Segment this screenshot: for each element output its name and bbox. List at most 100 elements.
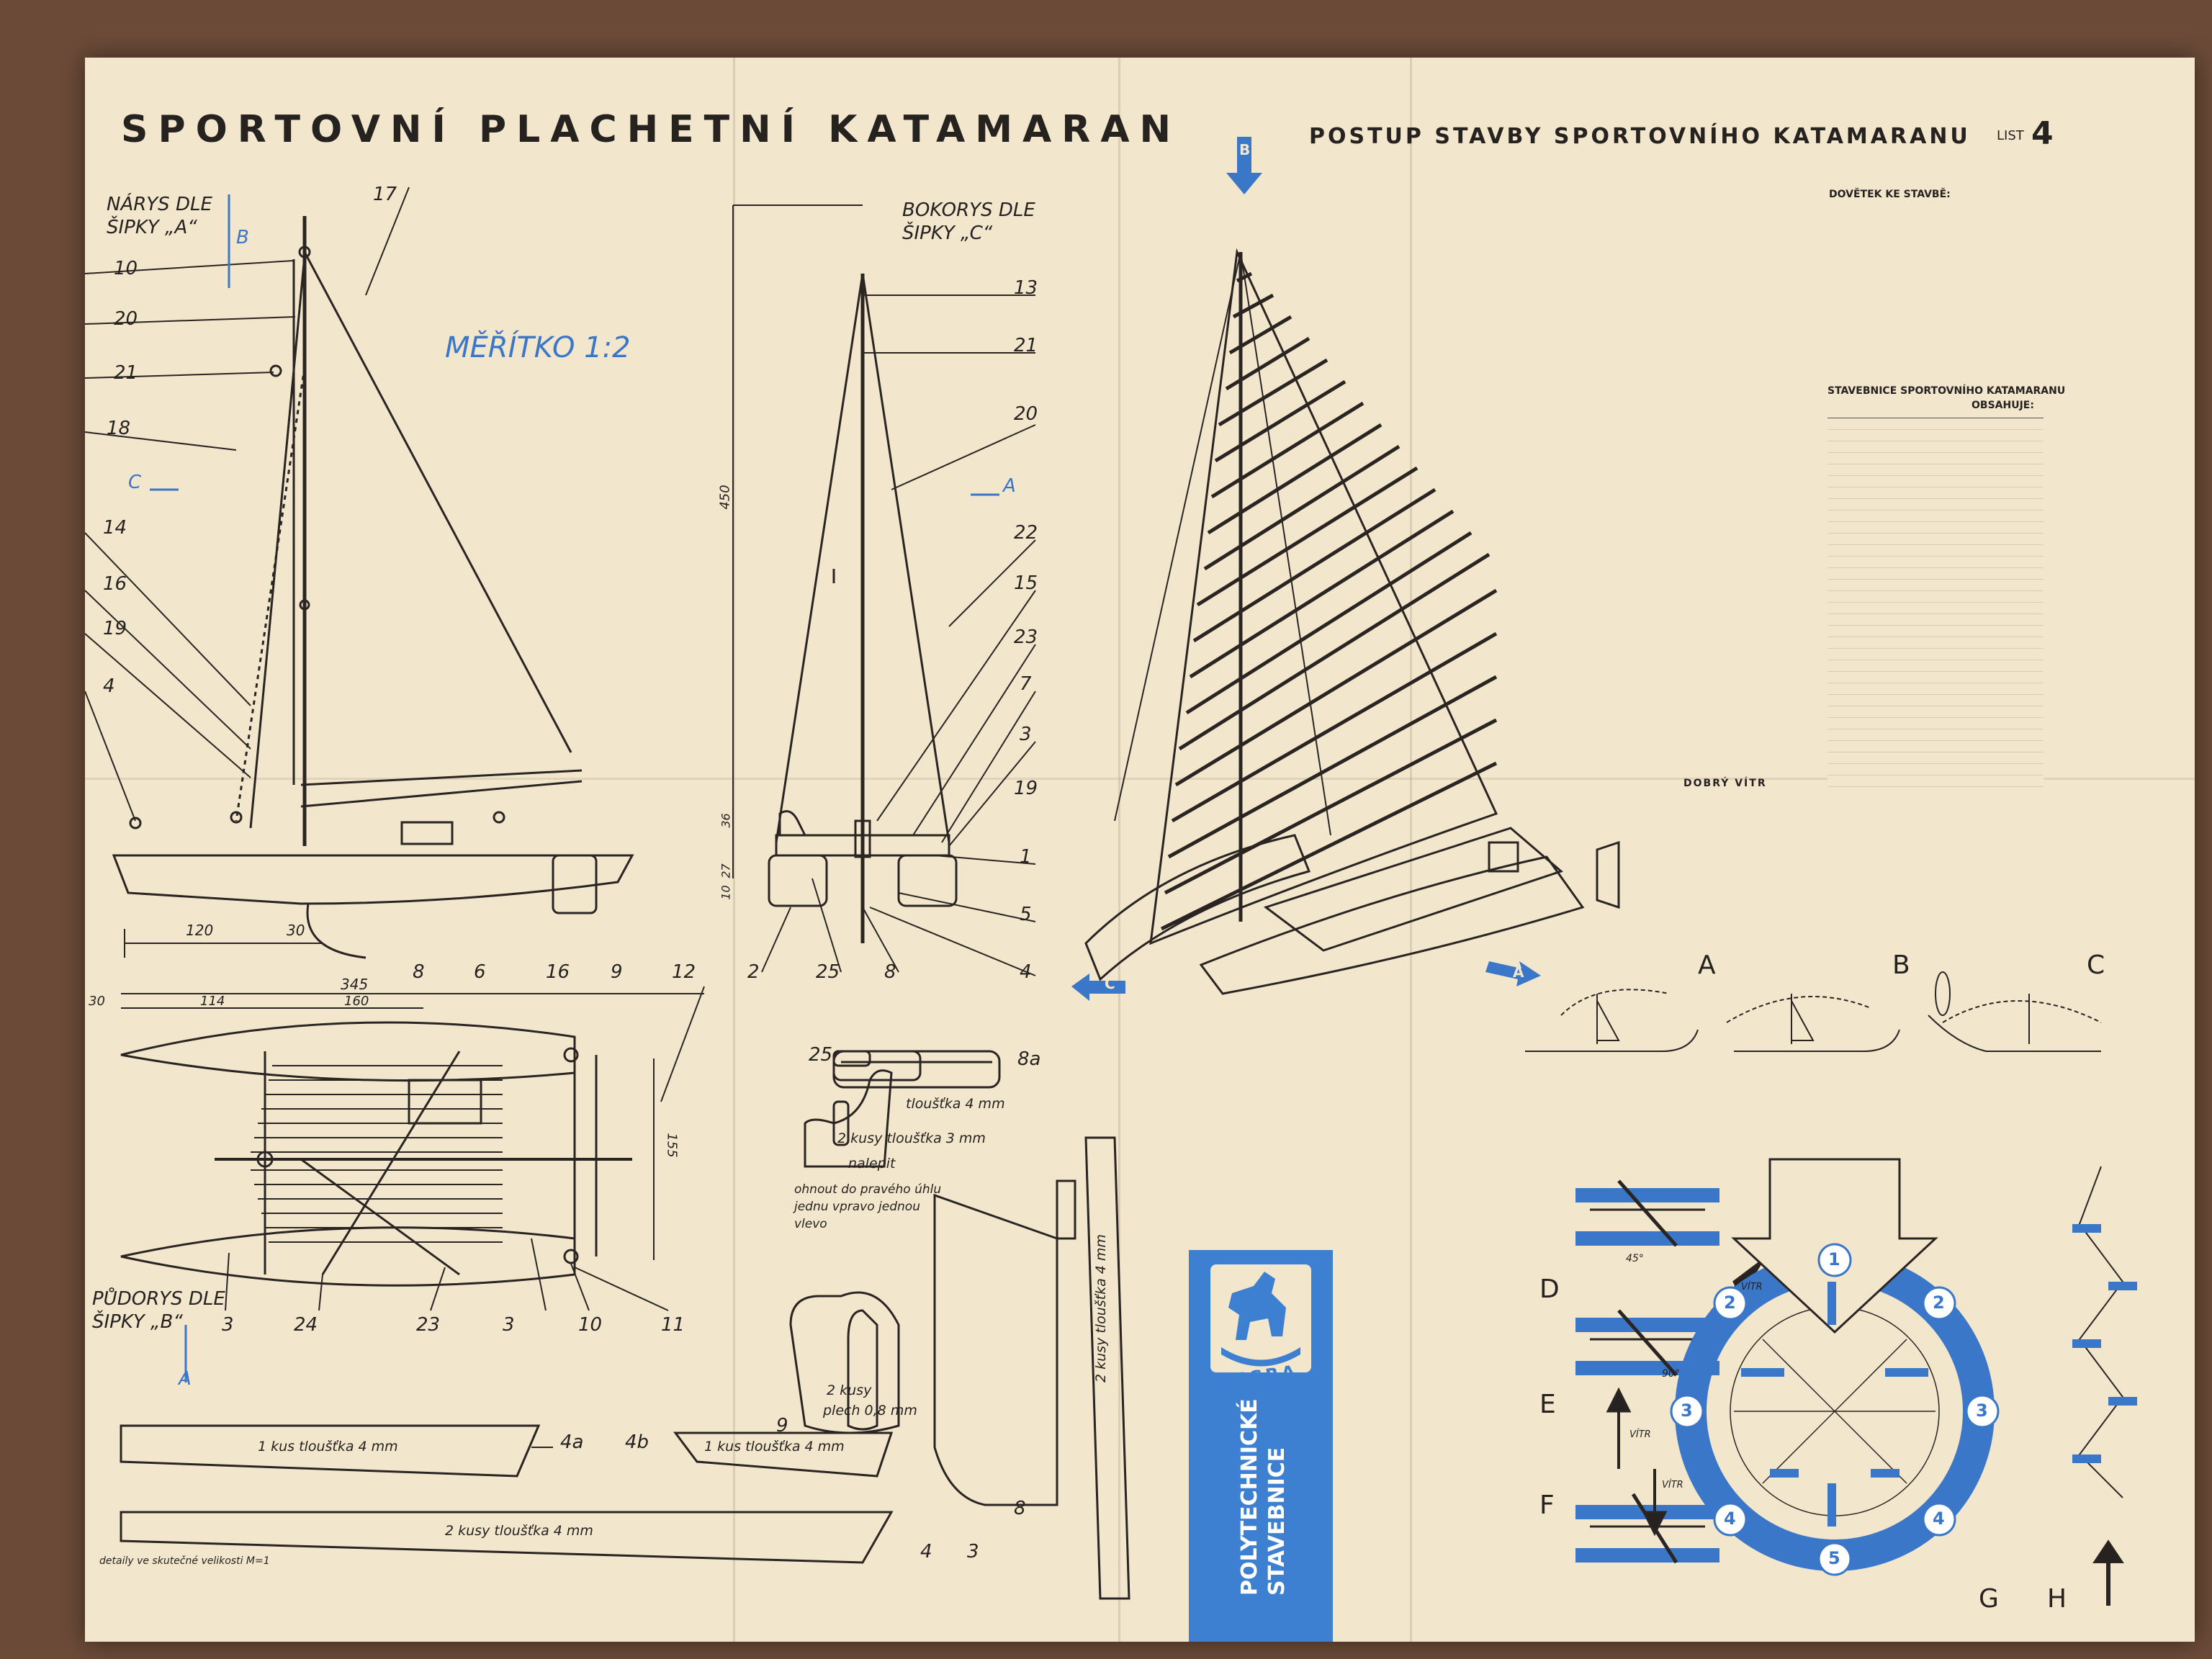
part-note: 2 kusy tloušťka 3 mm <box>837 1130 986 1146</box>
part-number: 12 <box>672 961 696 983</box>
main-title: SPORTOVNÍ PLACHETNÍ KATAMARAN <box>121 108 1182 151</box>
arrow-a-bottom-label: A <box>179 1368 192 1390</box>
part-number: 14 <box>103 517 127 539</box>
diagram-letter: B <box>1892 950 1910 980</box>
course-number: 3 <box>1976 1401 1988 1421</box>
catamaran-perspective <box>1084 248 1620 995</box>
parts-drawings <box>120 1050 1130 1600</box>
part-number: 6 <box>474 961 486 983</box>
part-number: 24 <box>294 1314 318 1336</box>
fold-line <box>733 58 735 1642</box>
diagram-letter: F <box>1539 1491 1555 1520</box>
arrow-c-persp-label: C <box>1105 975 1115 992</box>
fold-line <box>1118 58 1120 1642</box>
arrow-b-label: B <box>236 227 249 248</box>
diagram-letter: A <box>1698 950 1716 980</box>
diagram-letter: D <box>1539 1274 1560 1304</box>
dimension: 114 <box>200 994 225 1009</box>
diagram-caption-text <box>1539 1087 1863 1159</box>
good-wind-text-2 <box>1827 799 2058 907</box>
part-number: 10 <box>578 1314 603 1336</box>
part-number: 8 <box>884 961 896 983</box>
side-view-drawing <box>732 204 1036 976</box>
right-title: POSTUP STAVBY SPORTOVNÍHO KATAMARANU <box>1309 124 1971 149</box>
fold-line <box>85 778 2195 780</box>
course-number: 4 <box>1724 1509 1736 1529</box>
diagram-letter: H <box>2047 1584 2067 1614</box>
part-number: 3 <box>503 1314 515 1336</box>
instructions-text-col1 <box>1352 180 1554 468</box>
diagram-letter: C <box>2087 950 2105 980</box>
part-label: 4 <box>920 1541 932 1563</box>
part-note: nalepit <box>848 1156 896 1172</box>
dimension: 27 <box>719 863 733 878</box>
part-number: 23 <box>416 1314 441 1336</box>
sheet-number: 4 <box>2031 115 2054 152</box>
part-number: 3 <box>1020 724 1032 745</box>
course-number: 2 <box>1724 1292 1736 1313</box>
part-note: 2 kusy tloušťka 4 mm <box>1093 1234 1109 1382</box>
angle-label: 45° <box>1626 1253 1644 1264</box>
course-number: 5 <box>1828 1548 1840 1568</box>
part-number: 2 <box>747 961 760 983</box>
part-number: 4 <box>103 675 115 697</box>
part-number: 11 <box>661 1314 685 1336</box>
part-label: 4b <box>625 1431 649 1453</box>
part-number: 13 <box>1014 277 1038 299</box>
wind-label: VÍTR <box>1741 1282 1763 1292</box>
part-note: 1 kus tloušťka 4 mm <box>258 1439 398 1455</box>
top-view-drawing <box>120 986 705 1311</box>
wind-label: VÍTR <box>1662 1480 1683 1491</box>
dimension: 30 <box>287 922 305 939</box>
instructions-text-col2 <box>1568 180 1784 756</box>
arrow-c-label: C <box>128 472 142 493</box>
scale-label: MĚŘÍTKO 1:2 <box>445 331 631 364</box>
part-number: 8 <box>413 961 425 983</box>
part-number: 16 <box>546 961 570 983</box>
part-label: 9 <box>776 1415 788 1437</box>
course-number: 4 <box>1933 1509 1945 1529</box>
footnote: detaily ve skutečné velikosti M=1 <box>99 1555 270 1567</box>
dimension: 36 <box>719 813 733 828</box>
addendum-text <box>1827 202 2044 367</box>
arrow-b-persp-label: B <box>1239 141 1251 158</box>
part-number: 7 <box>1020 673 1032 695</box>
part-label: 4a <box>560 1431 584 1453</box>
good-wind-text-1 <box>1539 799 1813 943</box>
part-number: 5 <box>1020 904 1032 925</box>
part-number: 4 <box>1020 961 1032 983</box>
view-arrows <box>1071 137 1541 1001</box>
part-note: 2 kusy tloušťka 4 mm <box>445 1523 593 1539</box>
dimension: 155 <box>664 1133 680 1158</box>
arrow-a-label: A <box>1003 475 1016 497</box>
dimension: 120 <box>186 922 214 939</box>
course-circle <box>1670 1158 2000 1576</box>
part-number: 25 <box>816 961 840 983</box>
course-number: 1 <box>1828 1249 1840 1269</box>
part-number: 20 <box>1014 403 1038 425</box>
horse-logo-icon <box>1210 1264 1311 1372</box>
part-number: 20 <box>114 308 138 330</box>
kit-table-title: STAVEBNICE SPORTOVNÍHO KATAMARANU <box>1827 385 2066 397</box>
addendum-title: DOVĚTEK KE STAVBĚ: <box>1829 189 1951 200</box>
part-number: 19 <box>103 618 127 639</box>
front-view-drawing <box>85 186 634 959</box>
diagram-legend-text <box>1885 1087 2065 1159</box>
zigzag-course <box>2072 1166 2137 1606</box>
part-number: 10 <box>114 258 138 279</box>
course-number: 2 <box>1933 1292 1945 1313</box>
part-number: 17 <box>373 184 397 205</box>
part-label: 8 <box>1014 1498 1026 1519</box>
dimension: 30 <box>89 994 105 1009</box>
good-wind-heading: DOBRÝ VÍTR <box>1683 778 1767 789</box>
angle-label: 90° <box>1662 1368 1680 1380</box>
sailing-diagrams <box>1575 1179 1764 1564</box>
dimension: 450 <box>717 485 733 510</box>
part-number: 16 <box>103 573 127 595</box>
kit-table-subtitle: OBSAHUJE: <box>1972 400 2034 411</box>
